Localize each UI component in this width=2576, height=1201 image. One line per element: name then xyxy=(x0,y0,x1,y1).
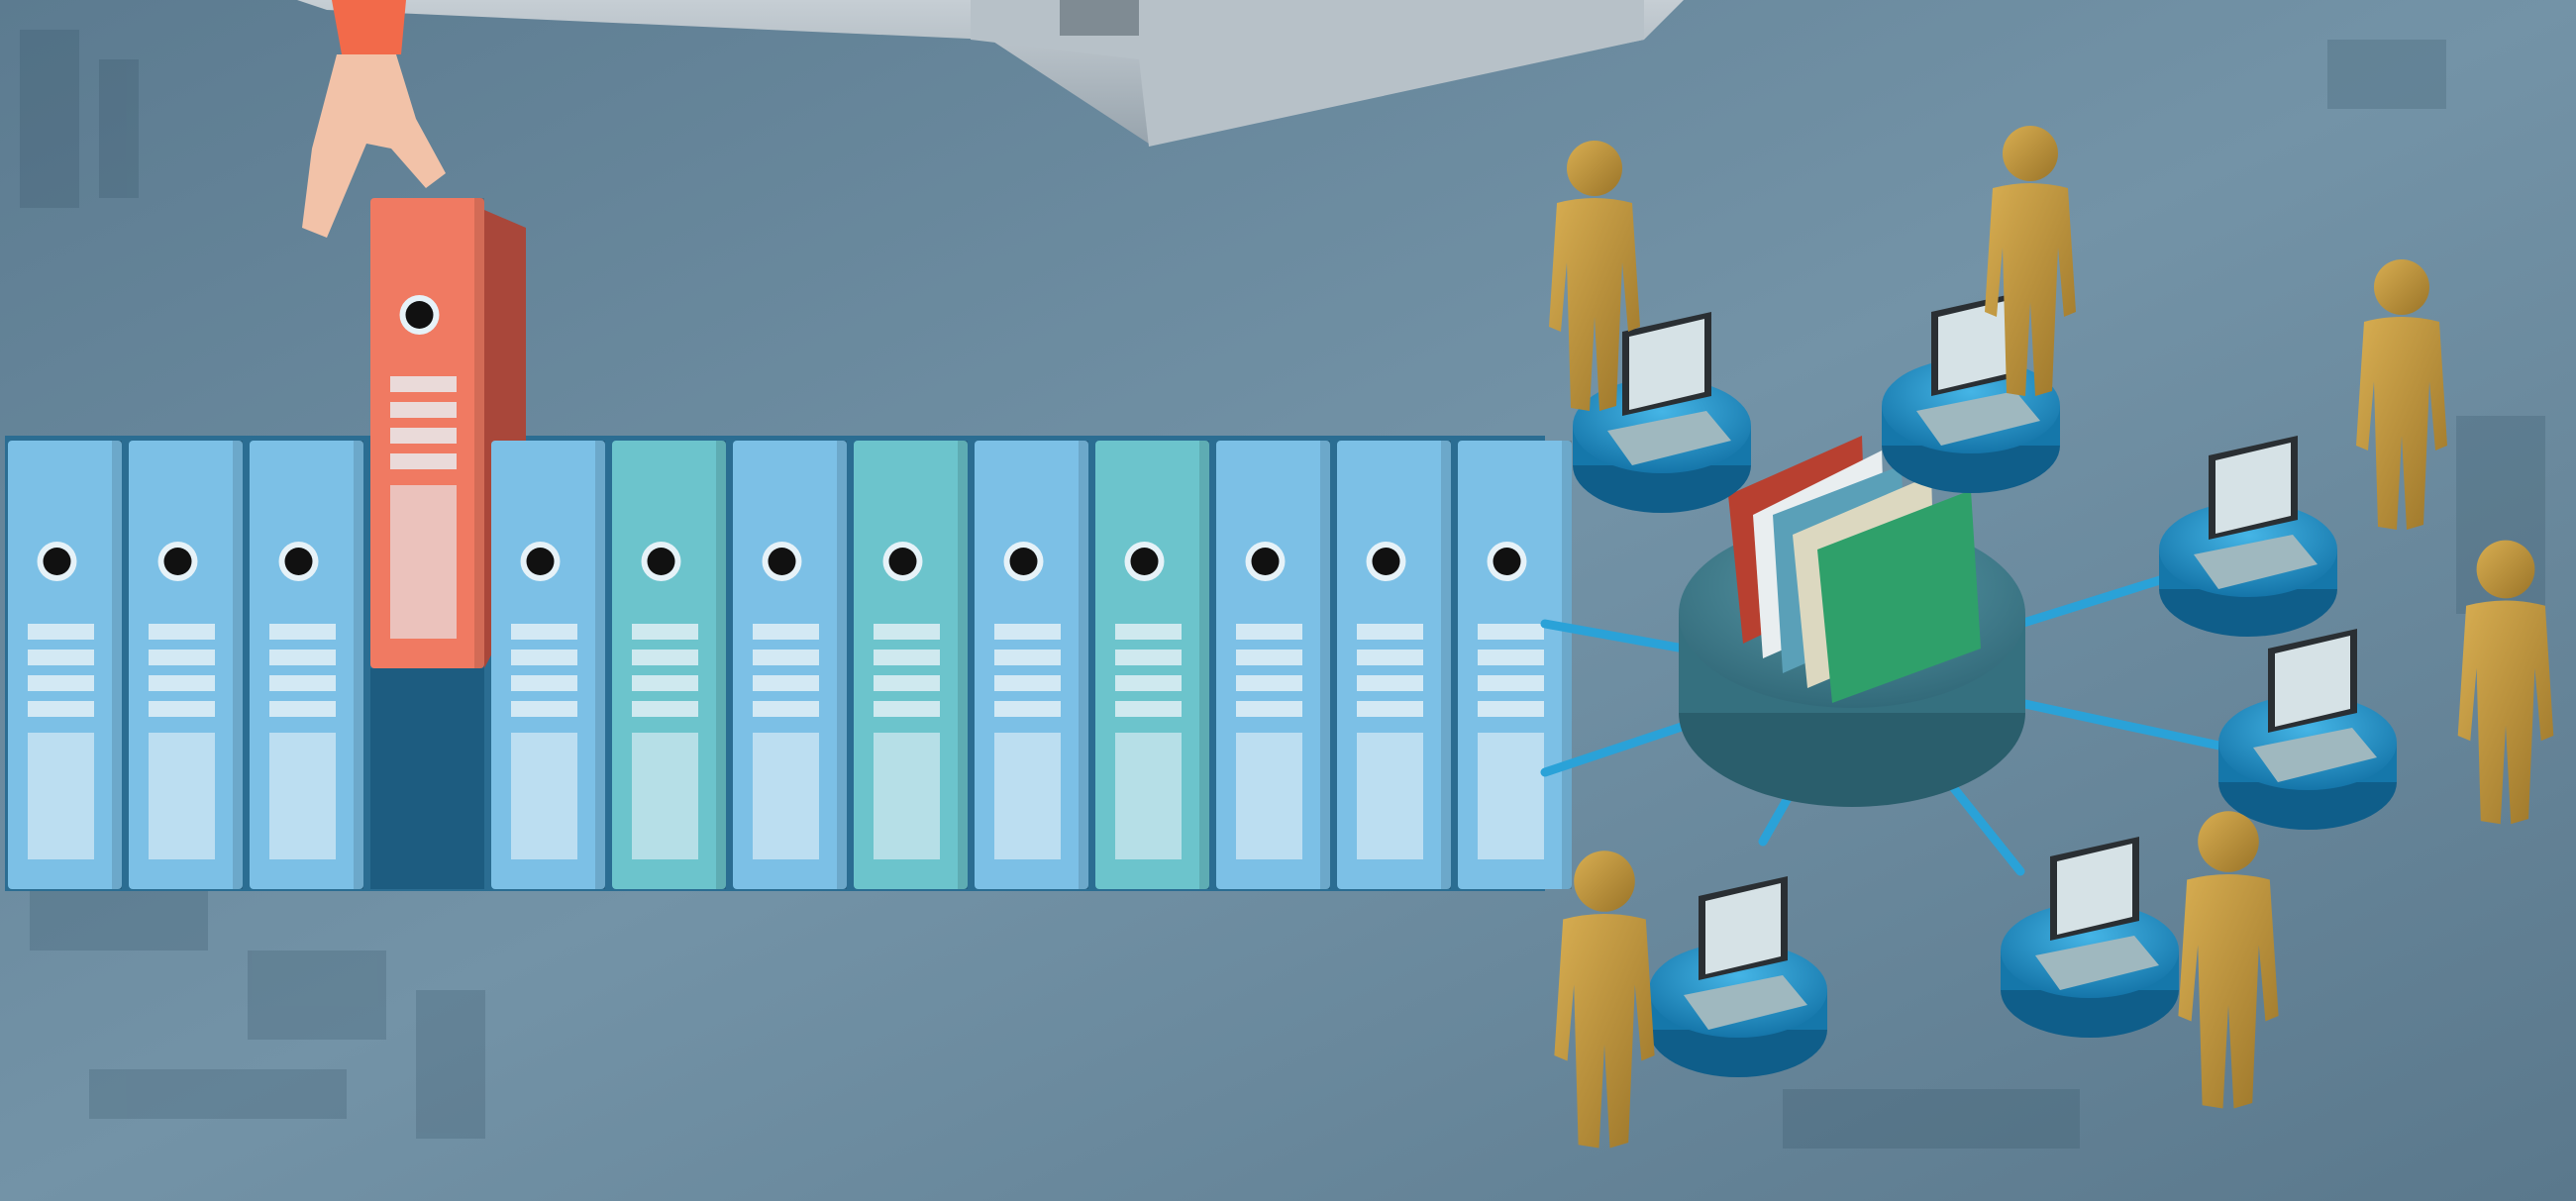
binder xyxy=(8,441,122,889)
binder xyxy=(1216,441,1330,889)
binder xyxy=(854,441,968,889)
binder xyxy=(129,441,243,889)
binder xyxy=(733,441,847,889)
binder xyxy=(1458,441,1572,889)
binder xyxy=(612,441,726,889)
binder xyxy=(1337,441,1451,889)
binder xyxy=(250,441,363,889)
binder xyxy=(491,441,605,889)
binder xyxy=(1095,441,1209,889)
binder xyxy=(975,441,1088,889)
